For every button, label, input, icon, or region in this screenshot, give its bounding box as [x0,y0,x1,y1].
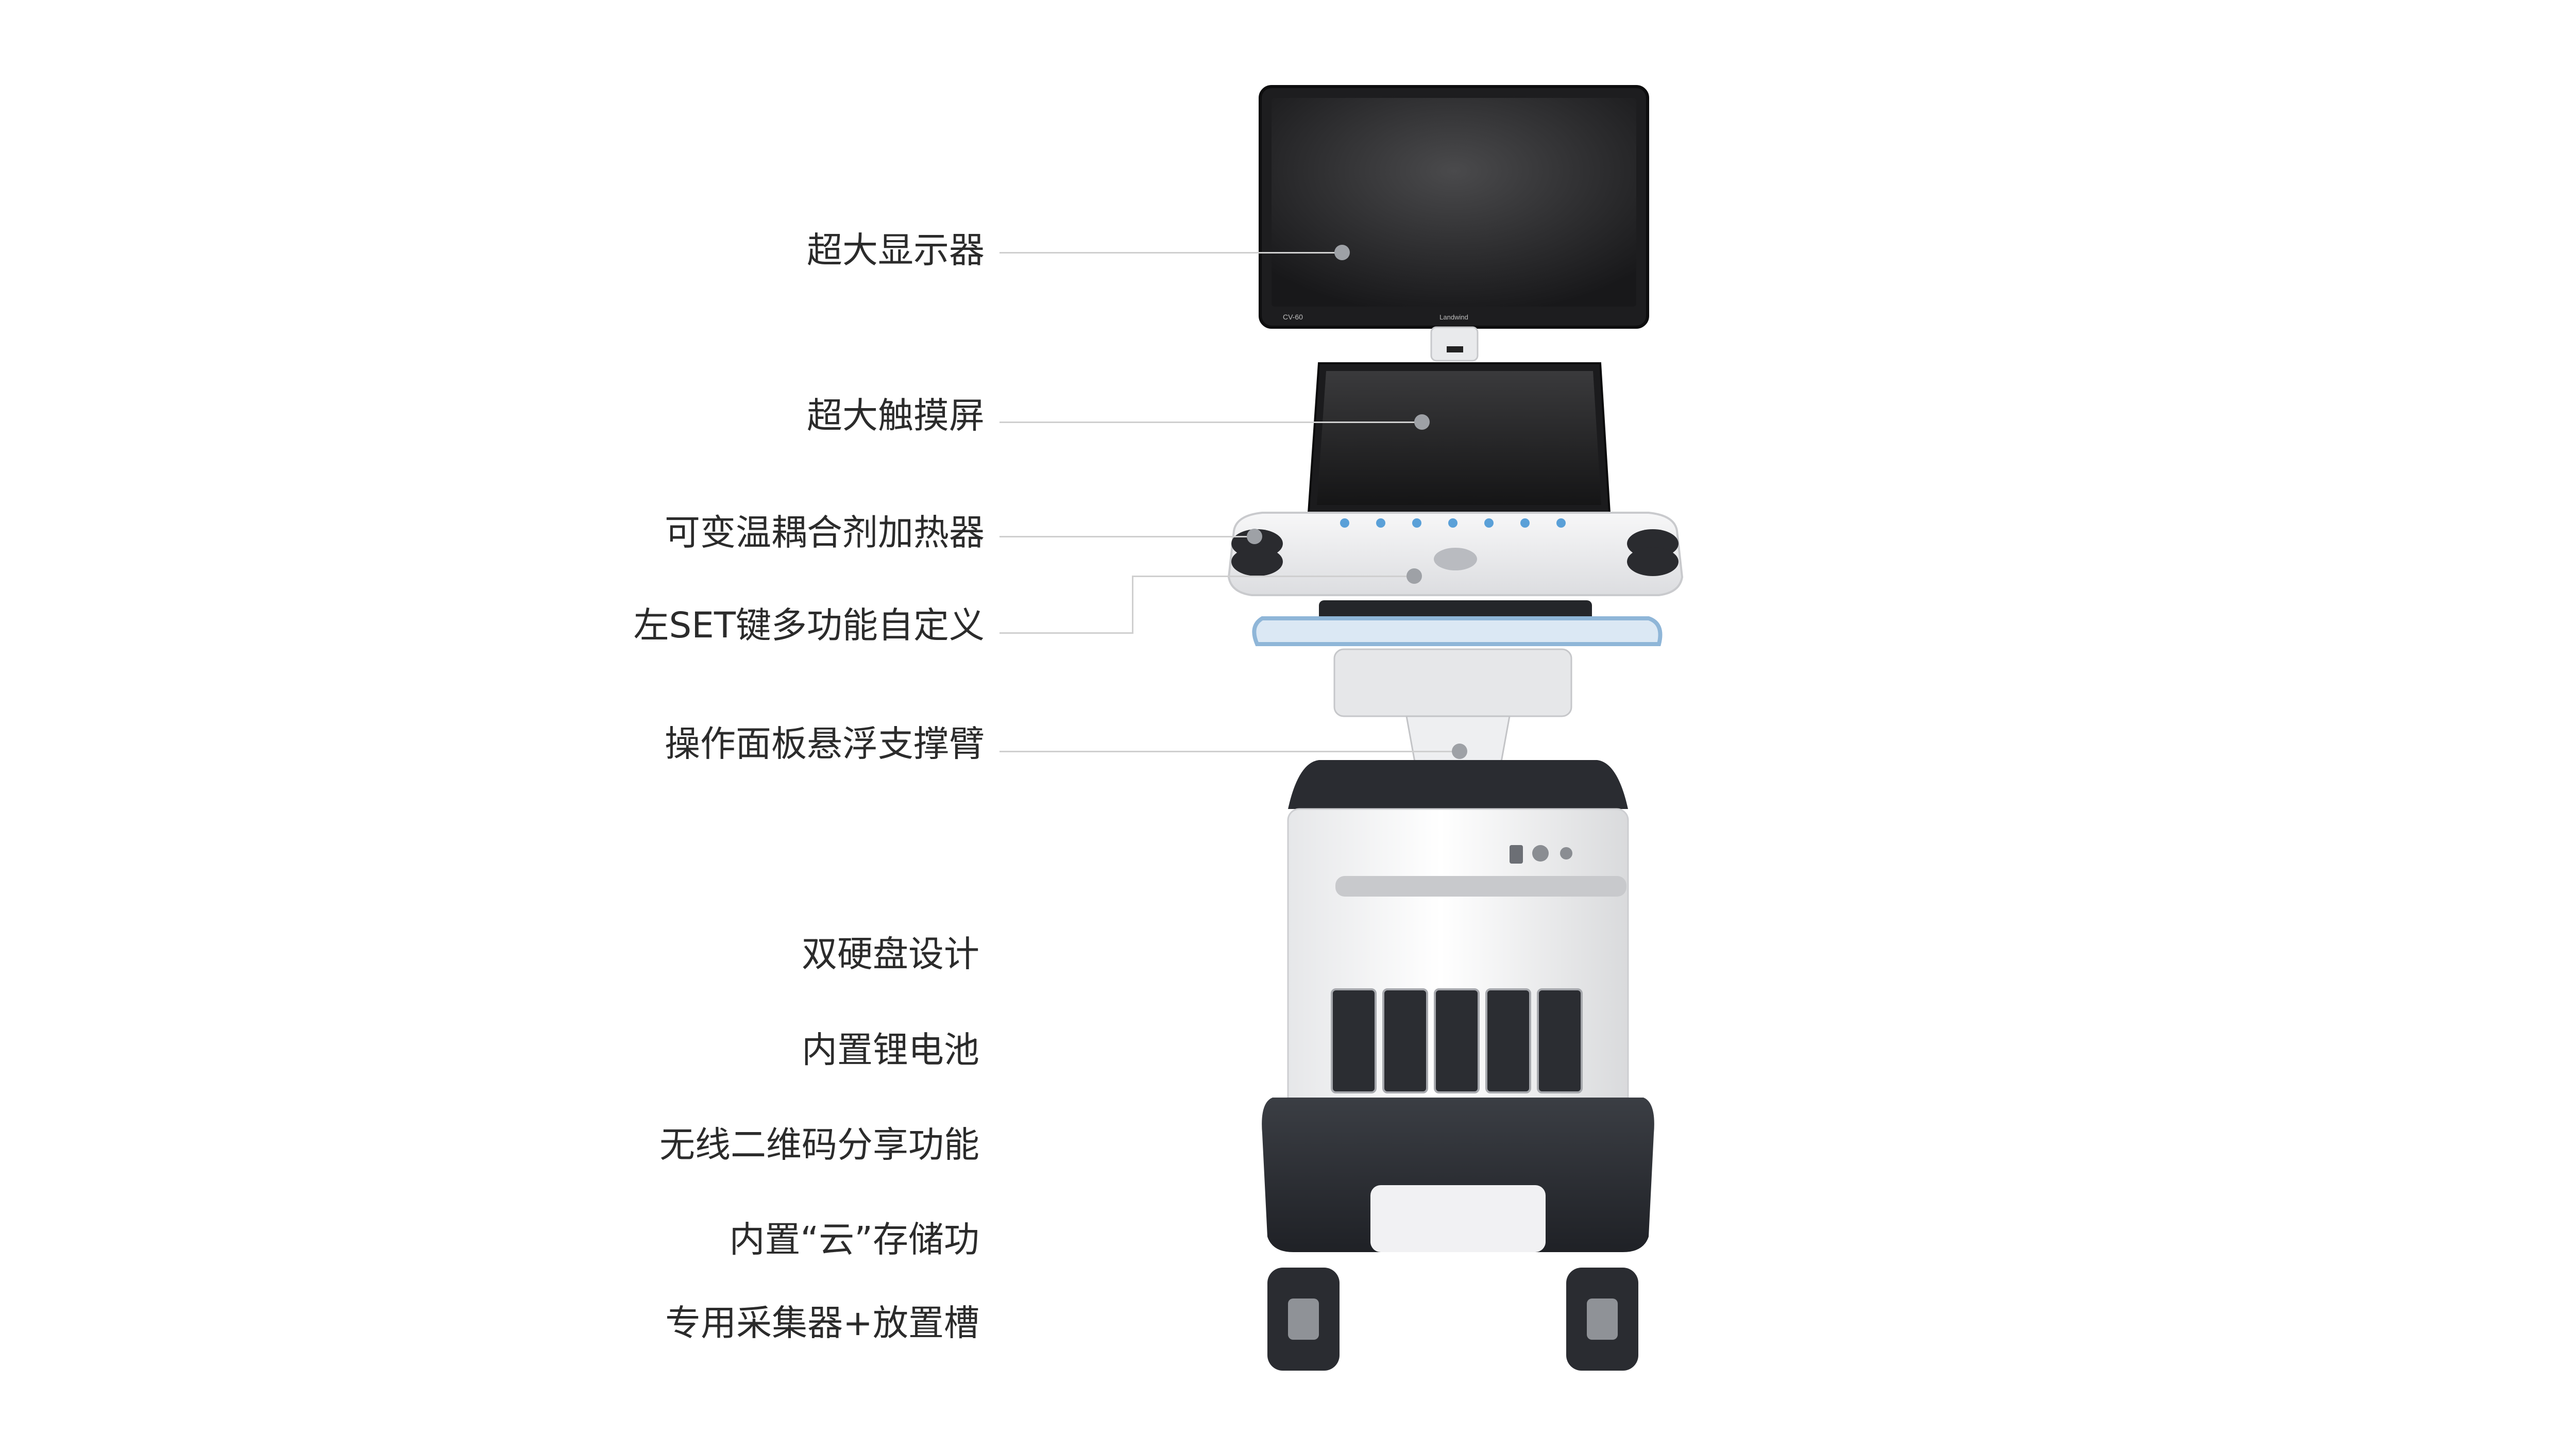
callout-set-dot [1406,568,1422,584]
control-panel [1227,512,1684,646]
callout-arm-line [999,751,1458,752]
callout-cloud-label: 内置“云”存储功 [729,1219,980,1260]
callout-gel-dot [1247,529,1262,544]
monitor-brand-text: Landwind [1439,313,1468,321]
callout-display-label: 超大显示器 [807,230,985,271]
monitor-model-text: CV-60 [1283,313,1303,321]
callout-qrcode-label: 无线二维码分享功能 [659,1124,979,1166]
callout-hdd-label: 双硬盘设计 [802,934,979,975]
callout-set-line [999,632,1133,634]
callout-touch-dot [1414,414,1430,430]
callout-arm-label: 操作面板悬浮支撑臂 [665,723,985,765]
callout-set-label: 左SET键多功能自定义 [633,605,985,646]
cart-base [1262,1098,1654,1371]
main-cabinet [1287,760,1629,1119]
callout-probe-label: 专用采集器+放置槽 [665,1303,979,1344]
callout-set-line-2 [1132,576,1410,577]
callout-arm-dot [1452,744,1467,759]
callout-touch-line [999,421,1419,423]
callout-display-dot [1334,245,1350,260]
monitor: CV-60 Landwind [1259,85,1649,362]
callout-set-line-vertical [1132,576,1133,634]
callout-display-line [999,252,1342,254]
callout-touch-label: 超大触摸屏 [807,395,985,436]
callout-gel-line [999,536,1252,537]
callout-battery-label: 内置锂电池 [802,1030,979,1071]
touch-screen [1307,362,1611,514]
callout-gel-label: 可变温耦合剂加热器 [665,512,985,553]
